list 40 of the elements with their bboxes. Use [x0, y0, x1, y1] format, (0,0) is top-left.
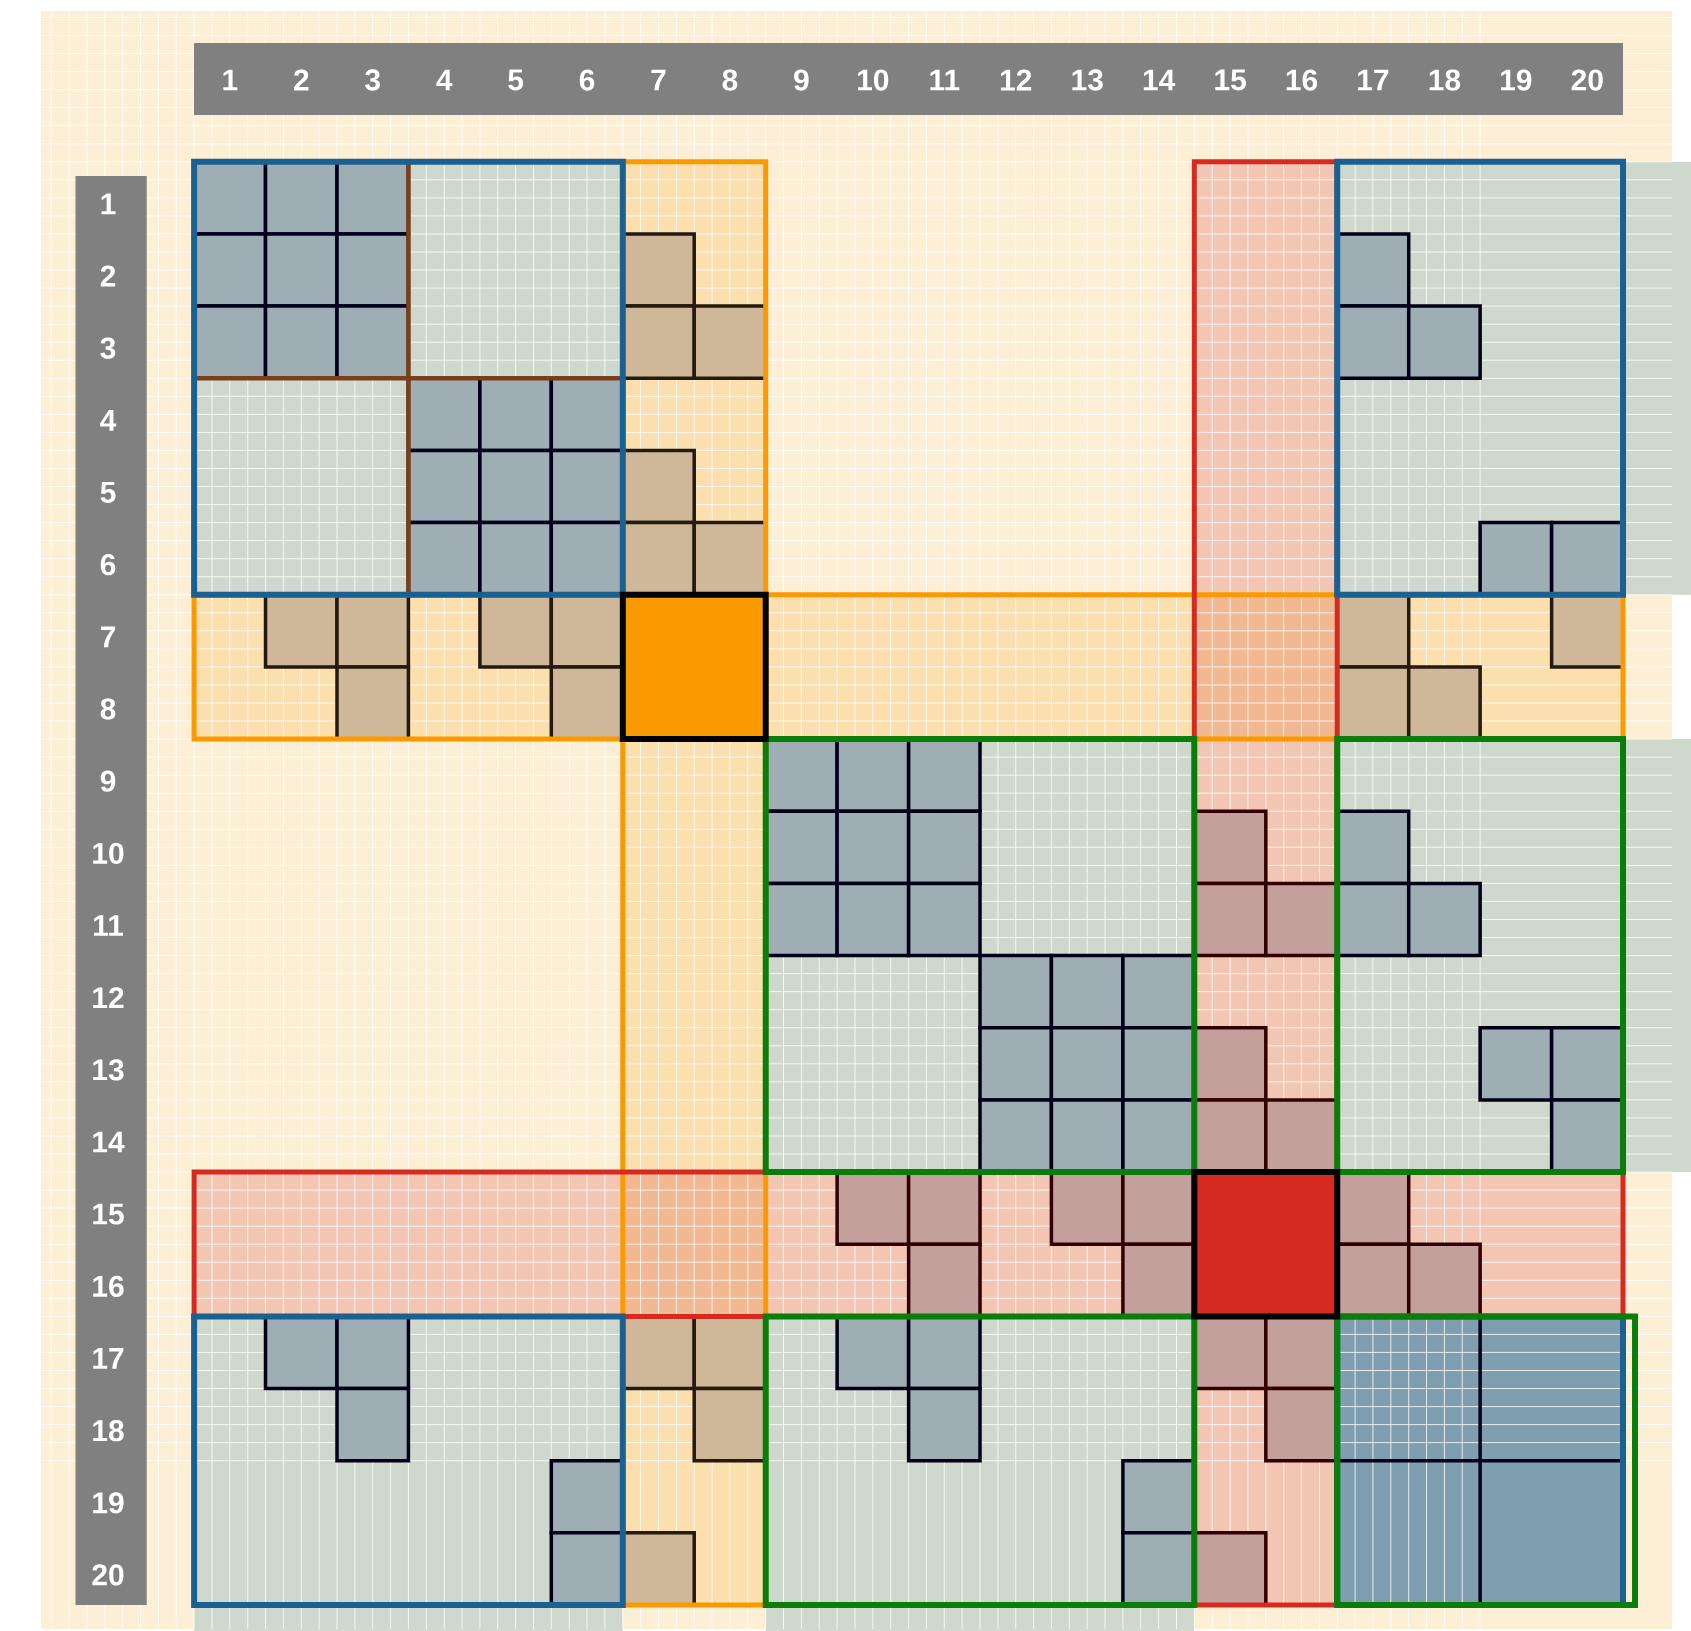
row-number: 3: [100, 337, 116, 359]
column-number: 20: [1571, 69, 1603, 91]
row-number: 7: [100, 626, 116, 648]
column-number: 19: [1501, 69, 1532, 91]
column-number: 17: [1358, 69, 1389, 91]
column-number: 11: [930, 69, 960, 91]
row-number: 15: [93, 1203, 124, 1225]
row-number: 18: [93, 1420, 124, 1442]
column-number: 6: [579, 69, 595, 91]
column-number: 8: [722, 69, 738, 91]
row-number: 9: [100, 770, 116, 792]
row-number: 17: [93, 1348, 124, 1369]
row-number: 1: [101, 193, 116, 215]
row-number: 4: [100, 410, 117, 431]
column-number: 3: [365, 69, 380, 91]
row-number: 6: [100, 554, 116, 576]
row-number: 10: [93, 842, 124, 864]
column-number: 1: [223, 69, 238, 91]
row-number: 8: [100, 698, 116, 720]
column-number: 10: [858, 69, 889, 91]
row-number: 5: [100, 482, 116, 503]
row-number: 20: [92, 1564, 124, 1586]
row-number: 13: [93, 1059, 124, 1081]
row-number: 16: [93, 1275, 124, 1297]
column-number: 14: [1143, 69, 1176, 91]
column-number: 2: [294, 69, 309, 91]
row-number: 19: [93, 1492, 124, 1514]
row-number: 12: [93, 987, 124, 1009]
column-number: 4: [436, 69, 453, 91]
column-number: 9: [794, 69, 809, 91]
column-number: 7: [651, 69, 666, 91]
column-number: 5: [508, 69, 524, 91]
column-number: 15: [1215, 69, 1246, 91]
row-number: 2: [100, 265, 116, 287]
row-number: 11: [94, 915, 124, 936]
column-number: 16: [1286, 69, 1318, 91]
row-number: 14: [93, 1131, 125, 1153]
column-number: 12: [1000, 69, 1032, 91]
column-number: 18: [1429, 69, 1461, 91]
column-number: 13: [1072, 69, 1103, 91]
